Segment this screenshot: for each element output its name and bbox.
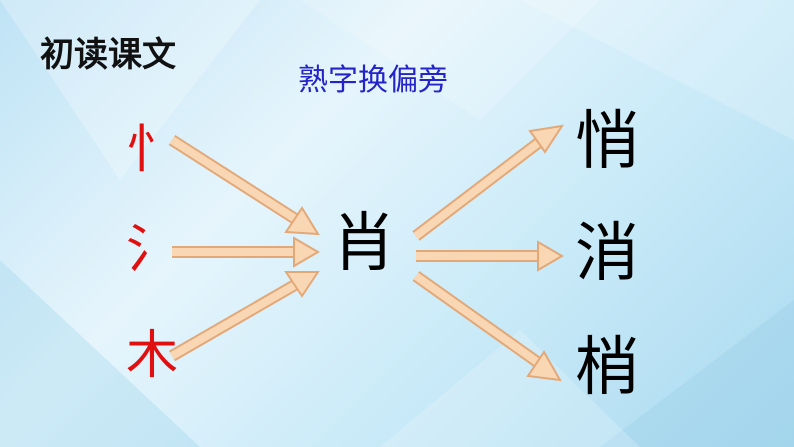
arrow-mu-to-center (168, 271, 320, 362)
arrow-center-to-xiao (416, 240, 564, 272)
arrow-center-to-shao (412, 271, 562, 382)
arrow-center-to-qiao (412, 124, 565, 241)
radical-shui: 氵 (126, 220, 179, 280)
result-char-shao: 梢 (575, 331, 639, 405)
radical-mu: 木 (126, 326, 179, 386)
radical-xin: 忄 (126, 120, 179, 180)
result-char-qiao: 悄 (575, 105, 639, 179)
subtitle: 熟字换偏旁 (298, 63, 448, 98)
result-char-xiao: 消 (575, 217, 639, 291)
section-title: 初读课文 (40, 35, 176, 75)
arrow-xin-to-center (168, 134, 320, 236)
center-char: 肖 (332, 207, 396, 281)
arrow-shui-to-center (172, 236, 320, 268)
